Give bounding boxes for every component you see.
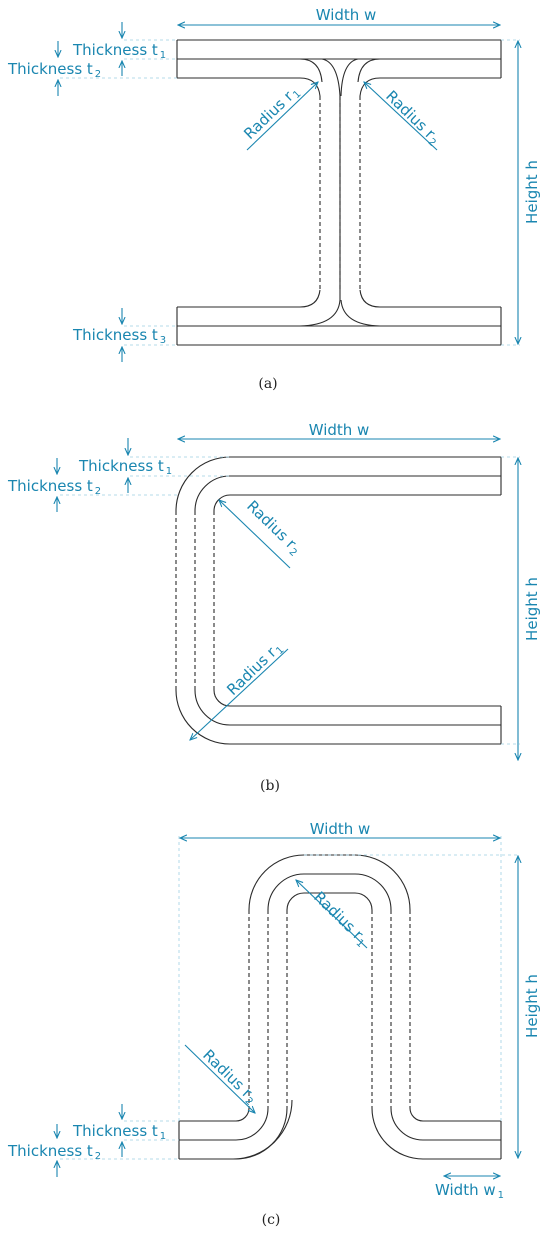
caption-a: (a): [258, 376, 277, 392]
r1-label: Radius r1: [223, 638, 286, 700]
width-label: Width w: [316, 6, 377, 24]
width-label: Width w: [309, 421, 370, 439]
radius-dimensions: Radius r1 Radius r2: [240, 82, 444, 151]
caption-c: (c): [262, 1212, 281, 1228]
width-dimension: Width w: [178, 820, 520, 1121]
height-dimension: Height h: [501, 456, 541, 760]
radius-dimensions: Radius r1 Radius r2: [184, 880, 372, 1113]
height-label: Height h: [523, 974, 541, 1038]
caption-b: (b): [260, 778, 280, 794]
width-dimension: Width w: [178, 421, 500, 439]
i-beam-top-flange: [176, 39, 502, 79]
r2-label: Radius r2: [242, 497, 305, 559]
r2-label: Radius r2: [198, 1046, 261, 1108]
r1-label: Radius r1: [240, 82, 303, 144]
height-dimension: Height h: [518, 856, 541, 1158]
width-dimension: Width w: [178, 6, 500, 25]
width-label: Width w: [310, 820, 371, 838]
height-label: Height h: [523, 160, 541, 224]
r1-label: Radius r1: [309, 888, 372, 950]
hat-section-outline: [178, 854, 502, 1160]
i-beam-web: [299, 58, 381, 327]
r2-label: Radius r2: [381, 87, 444, 149]
height-label: Height h: [523, 577, 541, 641]
radius-dimensions: Radius r2 Radius r1: [190, 497, 305, 740]
i-beam-bottom-flange: [176, 306, 502, 346]
c-channel-outline: [175, 456, 502, 745]
height-dimension: Height h: [501, 39, 541, 346]
